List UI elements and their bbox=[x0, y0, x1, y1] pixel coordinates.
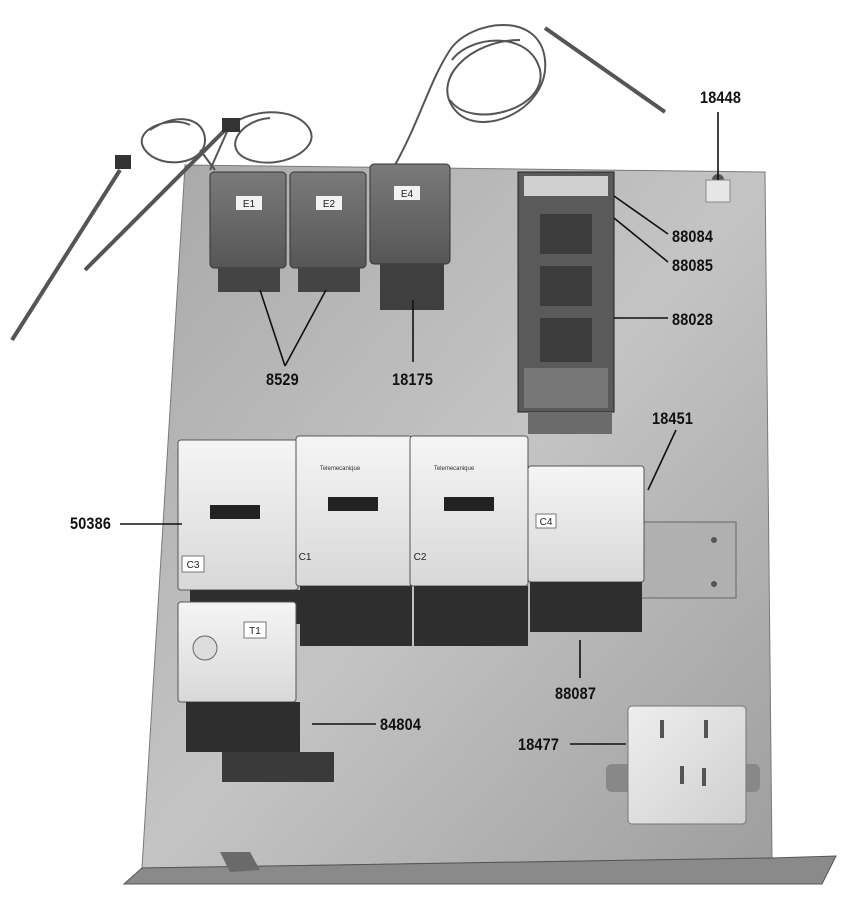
din-rail bbox=[639, 521, 737, 599]
junction-box bbox=[606, 705, 760, 825]
part-label-88085: 88085 bbox=[672, 256, 714, 275]
overload-relay-t1-tag: T1 bbox=[249, 626, 261, 637]
part-label-50386: 50386 bbox=[70, 514, 112, 533]
part-label-88084: 88084 bbox=[672, 227, 714, 246]
callout-lines bbox=[120, 112, 719, 745]
part-label-18477: 18477 bbox=[518, 735, 560, 754]
contactor-c2-tag: C2 bbox=[414, 552, 427, 563]
relay-e2-tag: E2 bbox=[323, 199, 336, 210]
part-label-18175: 18175 bbox=[392, 370, 434, 389]
overload-relay-t1: T1 bbox=[177, 601, 334, 782]
contactor-c4-tag: C4 bbox=[540, 517, 553, 528]
brand-text-c1: Telemecanique bbox=[320, 466, 361, 472]
part-label-84804: 84804 bbox=[380, 715, 422, 734]
contactor-c2: C2 Telemecanique bbox=[409, 435, 529, 646]
contactor-c3-tag: C3 bbox=[187, 560, 200, 571]
contactor-c3: C3 bbox=[177, 439, 300, 624]
brand-text-c2: Telemecanique bbox=[434, 466, 475, 472]
contactor-c4: C4 bbox=[527, 465, 645, 632]
part-label-18448: 18448 bbox=[700, 88, 742, 107]
relay-e1-tag: E1 bbox=[243, 199, 256, 210]
relay-e2: E2 bbox=[289, 171, 367, 292]
part-label-88087: 88087 bbox=[555, 684, 597, 703]
part-label-88028: 88028 bbox=[672, 310, 714, 329]
part-label-8529: 8529 bbox=[266, 370, 299, 389]
part-label-18451: 18451 bbox=[652, 409, 694, 428]
relay-e1: E1 bbox=[209, 171, 287, 292]
relay-e4: E4 bbox=[369, 163, 451, 310]
thermostat-probes bbox=[10, 24, 667, 342]
contactor-c1: C1 Telemecanique bbox=[295, 435, 413, 646]
terminal-blocks bbox=[517, 171, 615, 434]
relay-e4-tag: E4 bbox=[401, 189, 414, 200]
contactor-c1-tag: C1 bbox=[299, 552, 312, 563]
